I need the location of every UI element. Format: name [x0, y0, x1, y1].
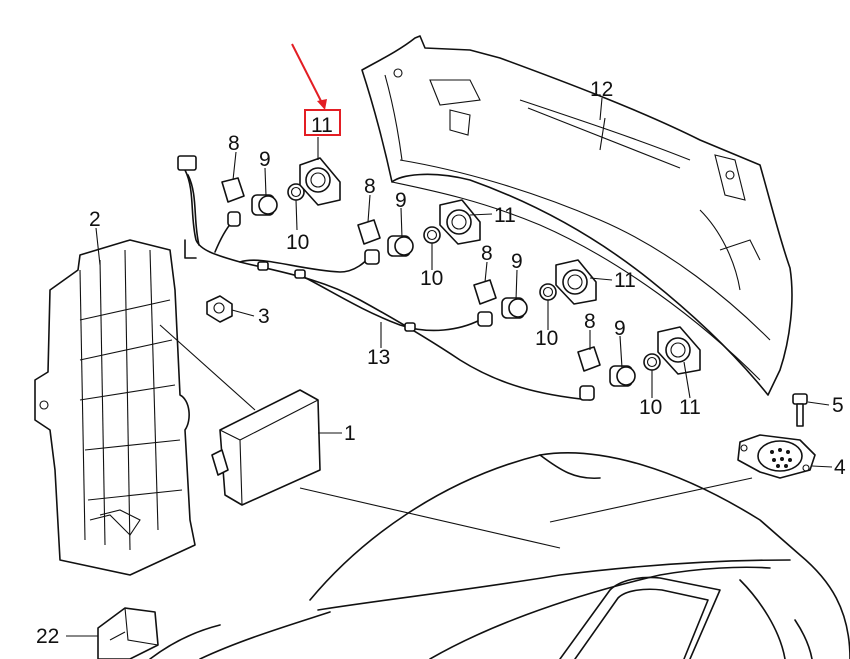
callout-9-d: 9	[614, 317, 626, 340]
highlight-arrow	[291, 43, 323, 104]
bolt	[792, 393, 808, 427]
callout-1: 1	[344, 422, 356, 445]
callout-13: 13	[367, 346, 390, 369]
wiring-harness	[177, 155, 595, 401]
callout-4: 4	[834, 456, 846, 479]
switch	[97, 607, 159, 659]
buzzer	[737, 434, 816, 479]
callout-11-b: 11	[494, 204, 516, 227]
callout-3: 3	[258, 305, 270, 328]
callout-12: 12	[590, 78, 613, 101]
callout-11-a: 11	[311, 114, 333, 137]
callout-9-a: 9	[259, 148, 271, 171]
sensor-group-c	[473, 259, 597, 319]
callout-10-c: 10	[535, 327, 558, 350]
callout-5: 5	[832, 394, 844, 417]
leader-lines	[66, 97, 833, 637]
sensor-group-b	[357, 199, 481, 257]
callout-2: 2	[89, 208, 101, 231]
callout-10-a: 10	[286, 231, 309, 254]
callout-9-c: 9	[511, 250, 523, 273]
highlight-marker	[291, 43, 341, 136]
callout-10-b: 10	[420, 267, 443, 290]
sensor-group-d	[577, 326, 701, 387]
highlight-box	[304, 109, 341, 136]
callout-8-d: 8	[584, 310, 596, 333]
mounting-bracket	[34, 239, 196, 576]
callout-8-a: 8	[228, 132, 240, 155]
rear-bumper	[361, 35, 793, 396]
highlight-arrow-head	[317, 99, 327, 110]
car-body	[149, 452, 850, 659]
callout-10-d: 10	[639, 396, 662, 419]
callout-22: 22	[36, 625, 59, 648]
callout-9-b: 9	[395, 189, 407, 212]
control-unit	[211, 389, 321, 506]
callout-11-c: 11	[614, 269, 636, 292]
callout-8-b: 8	[364, 175, 376, 198]
callout-labels: 1 2 3 4 5 8 8 8 8 9 9 9 9 10 10 10 10 11…	[36, 78, 846, 648]
callout-11-d: 11	[679, 396, 701, 419]
callout-8-c: 8	[481, 242, 493, 265]
nut	[206, 295, 233, 323]
sensor-group-a	[221, 157, 341, 216]
